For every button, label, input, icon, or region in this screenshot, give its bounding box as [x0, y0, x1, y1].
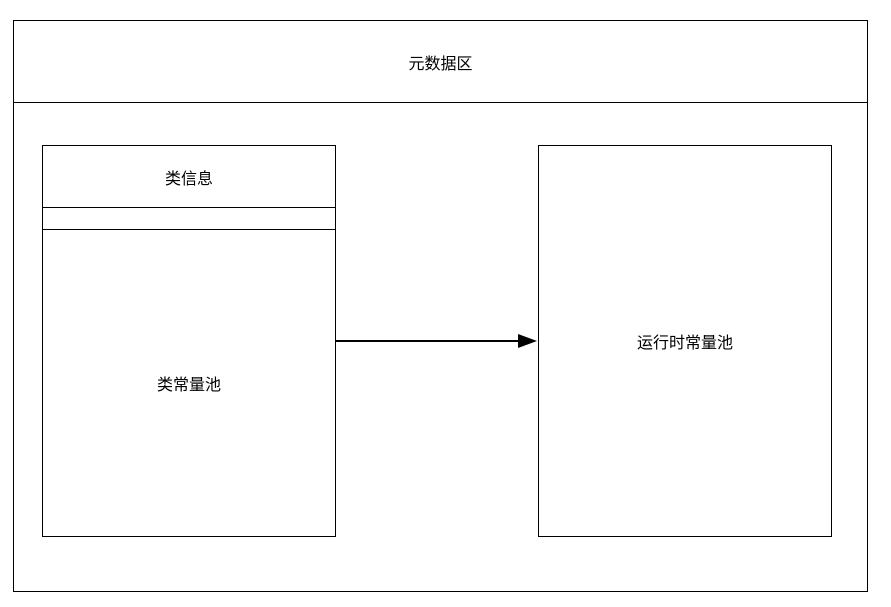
arrow-line: [336, 340, 520, 342]
arrow-right-icon: [518, 334, 537, 348]
class-info-box: 类信息 类常量池: [42, 145, 336, 537]
class-info-header-row: 类信息: [43, 146, 335, 208]
runtime-constant-pool-label: 运行时常量池: [636, 335, 733, 352]
class-info-spacer-row: [43, 208, 335, 230]
class-constant-pool-label: 类常量池: [156, 377, 221, 394]
metadata-area-title-band: 元数据区: [14, 21, 867, 103]
metadata-area-title: 元数据区: [408, 55, 473, 73]
class-info-label: 类信息: [164, 170, 213, 188]
class-constant-pool-row: 类常量池: [43, 230, 335, 536]
runtime-constant-pool-box: 运行时常量池: [538, 145, 832, 537]
